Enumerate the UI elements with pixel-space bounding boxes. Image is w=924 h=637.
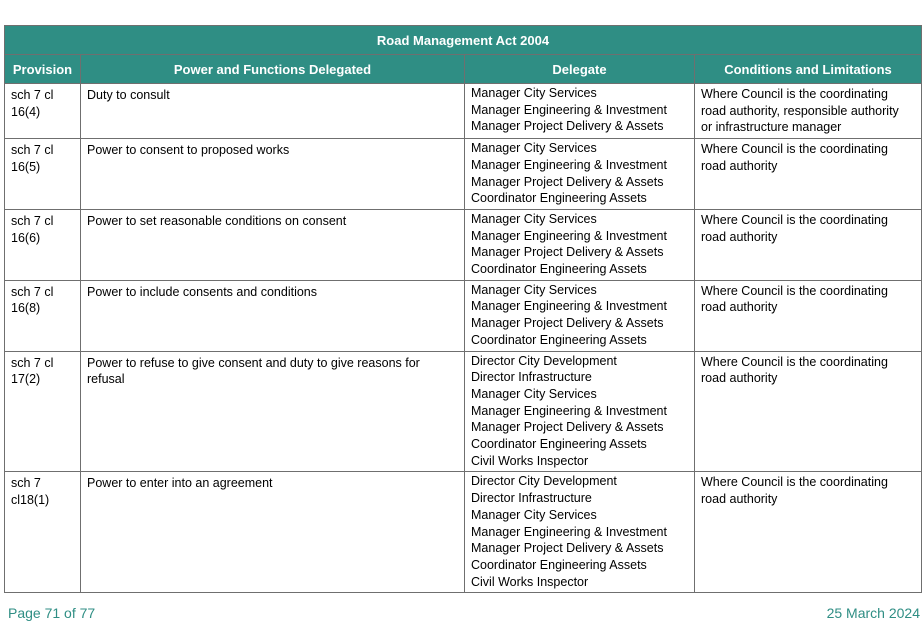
delegate-line: Manager Project Delivery & Assets (471, 119, 664, 134)
condition-line: road authority (701, 229, 778, 244)
power-cell: Duty to consult (80, 82, 465, 140)
provision-line: sch 7 cl (11, 143, 54, 158)
provision-line: sch 7 cl (11, 355, 54, 370)
delegate-line: Manager Engineering & Investment (471, 228, 667, 243)
delegate-line: Manager City Services (471, 386, 597, 401)
delegate-line: Manager Engineering & Investment (471, 102, 667, 117)
provision-line: 16(5) (11, 159, 41, 174)
conditions-cell: Where Council is the coordinating road au… (694, 208, 922, 281)
delegate-line: Manager Project Delivery & Assets (471, 541, 664, 556)
delegate-line: Manager Engineering & Investment (471, 157, 667, 172)
provision-cell: sch 7 cl18(1) (4, 471, 81, 594)
conditions-cell: Where Council is the coordinating road au… (694, 471, 922, 594)
delegate-line: Manager Project Delivery & Assets (471, 316, 664, 331)
condition-line: Where Council is the coordinating (701, 475, 888, 490)
condition-line: Where Council is the coordinating (701, 142, 888, 157)
provision-line: 16(8) (11, 301, 41, 316)
delegate-line: Coordinator Engineering Assets (471, 437, 647, 452)
power-cell: Power to consent to proposed works (80, 138, 465, 210)
column-header-conditions: Conditions and Limitations (694, 54, 922, 84)
table-row: sch 7 cl 17(2) Power to refuse to give con… (4, 350, 922, 473)
page-number: Page 71 of 77 (8, 605, 96, 621)
column-header-provision: Provision (4, 54, 81, 84)
condition-line: or infrastructure manager (701, 120, 842, 135)
power-cell: Power to refuse to give consent and duty… (80, 350, 465, 473)
delegate-line: Manager Engineering & Investment (471, 524, 667, 539)
power-cell: Power to include consents and conditions (80, 279, 465, 352)
delegation-table: Road Management Act 2004 Provision Power… (4, 25, 922, 594)
provision-cell: sch 7 cl 16(8) (4, 279, 81, 352)
delegate-line: Civil Works Inspector (471, 453, 589, 468)
power-cell: Power to enter into an agreement (80, 471, 465, 594)
document-date: 25 March 2024 (826, 605, 920, 621)
conditions-cell: Where Council is the coordinating road au… (694, 350, 922, 473)
delegate-line: Manager City Services (471, 507, 597, 522)
delegate-line: Manager City Services (471, 86, 597, 100)
delegate-line: Manager City Services (471, 282, 597, 297)
table-title: Road Management Act 2004 (4, 25, 922, 55)
provision-line: sch 7 (11, 476, 41, 491)
provision-cell: sch 7 cl 16(6) (4, 208, 81, 281)
delegate-line: Director City Development (471, 474, 617, 489)
conditions-cell: Where Council is the coordinating road au… (694, 82, 922, 140)
provision-line: sch 7 cl (11, 88, 54, 102)
column-header-power: Power and Functions Delegated (80, 54, 465, 84)
table-row: sch 7 cl 16(6) Power to set reasonable con… (4, 208, 922, 281)
delegate-line: Civil Works Inspector (471, 574, 589, 589)
provision-line: cl18(1) (11, 493, 50, 508)
provision-cell: sch 7 cl 17(2) (4, 350, 81, 473)
delegate-line: Director City Development (471, 353, 617, 368)
delegate-line: Manager Project Delivery & Assets (471, 174, 664, 189)
condition-line: Where Council is the coordinating (701, 354, 888, 369)
provision-line: sch 7 cl (11, 284, 54, 299)
condition-line: road authority (701, 371, 778, 386)
provision-line: sch 7 cl (11, 213, 54, 228)
column-header-delegate: Delegate (464, 54, 695, 84)
power-cell: Power to set reasonable conditions on co… (80, 208, 465, 281)
delegate-line: Manager Engineering & Investment (471, 299, 667, 314)
condition-line: road authority, responsible authority (701, 103, 899, 118)
condition-line: Where Council is the coordinating (701, 212, 888, 227)
condition-line: Where Council is the coordinating (701, 283, 888, 298)
delegate-line: Coordinator Engineering Assets (471, 262, 647, 277)
delegate-line: Manager Project Delivery & Assets (471, 245, 664, 260)
table-row: sch 7 cl18(1) Power to enter into an agree… (4, 471, 922, 594)
conditions-cell: Where Council is the coordinating road au… (694, 279, 922, 352)
provision-line: 16(6) (11, 230, 41, 245)
provision-line: 16(4) (11, 104, 41, 119)
delegate-line: Manager City Services (471, 141, 597, 156)
delegate-line: Manager Engineering & Investment (471, 403, 667, 418)
delegate-line: Coordinator Engineering Assets (471, 191, 647, 206)
delegate-line: Coordinator Engineering Assets (471, 332, 647, 347)
provision-cell: sch 7 cl 16(4) (4, 82, 81, 140)
delegate-line: Coordinator Engineering Assets (471, 557, 647, 572)
condition-line: road authority (701, 492, 778, 507)
delegate-line: Director Infrastructure (471, 370, 592, 385)
condition-line: road authority (701, 300, 778, 315)
provision-line: 17(2) (11, 372, 41, 387)
delegate-line: Manager Project Delivery & Assets (471, 420, 664, 435)
delegate-line: Director Infrastructure (471, 491, 592, 506)
delegate-line: Manager City Services (471, 211, 597, 226)
condition-line: Where Council is the coordinating (701, 87, 888, 101)
condition-line: road authority (701, 158, 778, 173)
table-row: sch 7 cl 16(8) Power to include consents a… (4, 279, 922, 352)
